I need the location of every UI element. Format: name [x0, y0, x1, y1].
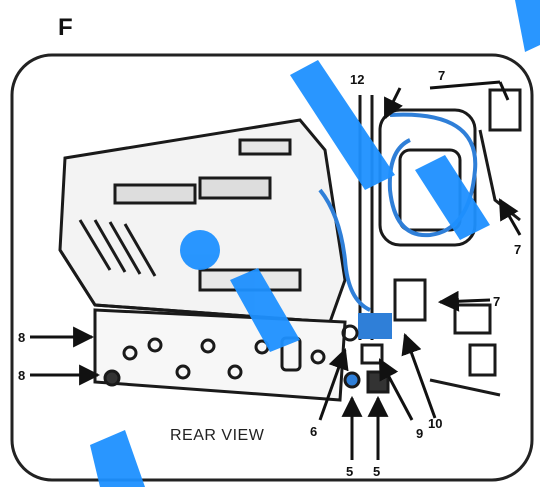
callout-5-a: 5 [346, 464, 353, 479]
view-caption: REAR VIEW [170, 427, 265, 444]
callout-7-right: 7 [514, 242, 521, 257]
watermark [90, 0, 540, 487]
callout-10: 10 [428, 416, 442, 431]
highlighted-cable [318, 112, 478, 339]
callout-8-top: 8 [18, 330, 25, 345]
rear-panel [93, 308, 347, 402]
callout-7-mid: 7 [493, 294, 500, 309]
mounting-bracket [358, 88, 522, 397]
unit-body [58, 118, 347, 324]
leader-lines [30, 80, 522, 460]
callout-7-top: 7 [438, 68, 445, 83]
callout-5-b: 5 [373, 464, 380, 479]
callout-9: 9 [416, 426, 423, 441]
connector-blocks [341, 324, 390, 394]
diagram-frame [10, 53, 534, 482]
callout-12: 12 [350, 72, 364, 87]
callout-6-left: 6 [310, 424, 317, 439]
callout-8-bottom: 8 [18, 368, 25, 383]
panel-letter: F [58, 14, 73, 41]
